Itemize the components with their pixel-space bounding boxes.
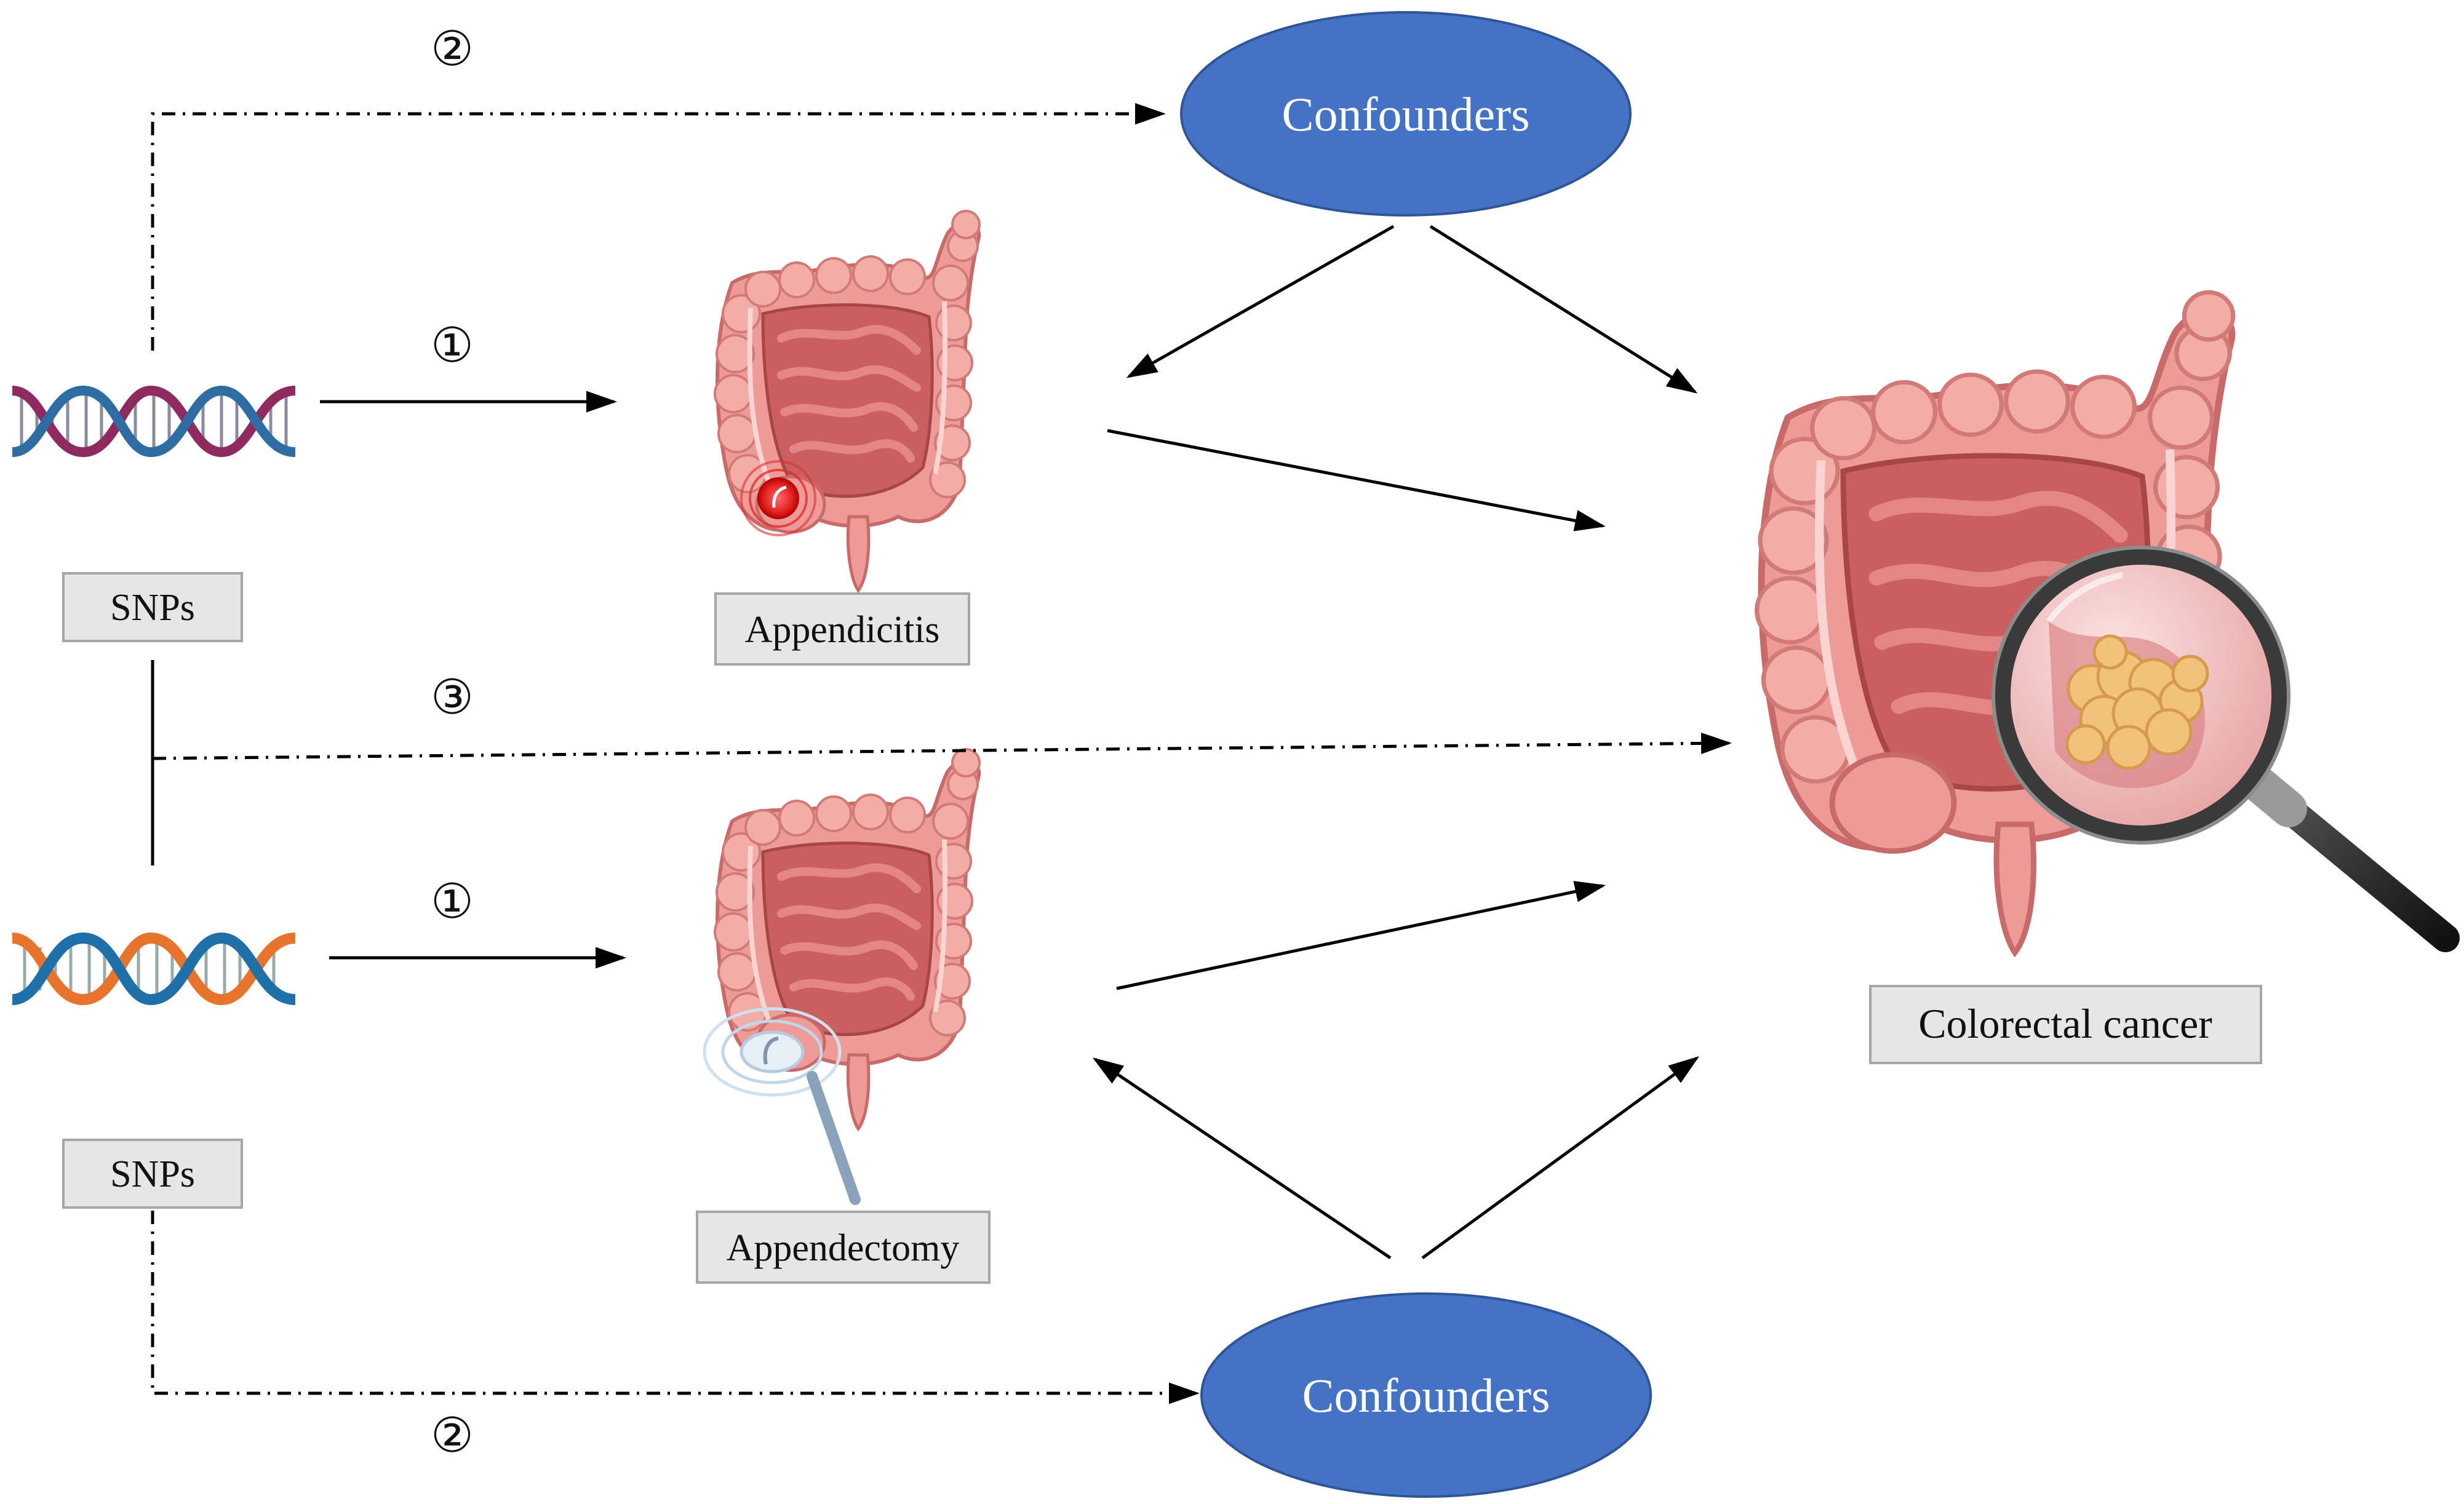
confounders-bottom-to-outcome-arrow: [1421, 1056, 1700, 1260]
confounders-top-to-appendicitis-arrow: [1126, 225, 1395, 378]
snps-to-confounders-top-arrow: [151, 103, 1166, 351]
confounders-bottom-to-appendectomy-arrow: [1092, 1057, 1392, 1260]
dna-helix-icon: [12, 938, 295, 1000]
confounders-top-to-outcome-arrow: [1429, 225, 1698, 394]
appendectomy-illustration: [703, 749, 979, 1205]
tumor-icon: [2065, 634, 2209, 770]
snps-bottom-label: SNPs: [110, 1153, 195, 1195]
colorectal-cancer-box: Colorectal cancer: [1869, 985, 2262, 1064]
colorectal-cancer-label: Colorectal cancer: [1918, 1000, 2212, 1047]
intestine-icon: [715, 749, 979, 1129]
magnifier-icon: [1992, 546, 2460, 952]
confounders-bottom-label: Confounders: [1302, 1369, 1550, 1422]
path-number-1-top: ①: [431, 318, 474, 373]
path-number-1-bottom: ①: [431, 874, 474, 929]
snps-top-label: SNPs: [110, 587, 195, 629]
appendicitis-label: Appendicitis: [745, 609, 940, 651]
appendicitis-illustration: [715, 211, 979, 591]
snps-to-confounders-bottom-arrow: [151, 1211, 1200, 1404]
confounders-bottom-node: Confounders: [1200, 1292, 1652, 1498]
snps-to-outcome-direct-arrow: [152, 732, 1732, 760]
confounders-top-node: Confounders: [1180, 11, 1632, 217]
path-number-3: ③: [431, 670, 474, 725]
colorectal-cancer-illustration: [1757, 292, 2460, 953]
appendectomy-to-outcome-arrow: [1116, 881, 1606, 990]
snps-top-box: SNPs: [62, 572, 243, 642]
path-number-2-bottom: ②: [431, 1408, 474, 1463]
appendicitis-box: Appendicitis: [714, 592, 970, 666]
intestine-icon: [715, 211, 979, 591]
confounders-top-label: Confounders: [1282, 87, 1530, 141]
appendectomy-box: Appendectomy: [696, 1211, 991, 1284]
snps-bottom-box: SNPs: [62, 1139, 243, 1209]
scalpel-icon: [703, 1007, 861, 1205]
path-number-2-top: ②: [431, 22, 474, 77]
dna-helix-icon: [12, 391, 295, 452]
appendectomy-label: Appendectomy: [727, 1227, 960, 1269]
inflammation-icon: [740, 460, 816, 536]
appendicitis-to-outcome-arrow: [1107, 429, 1606, 531]
